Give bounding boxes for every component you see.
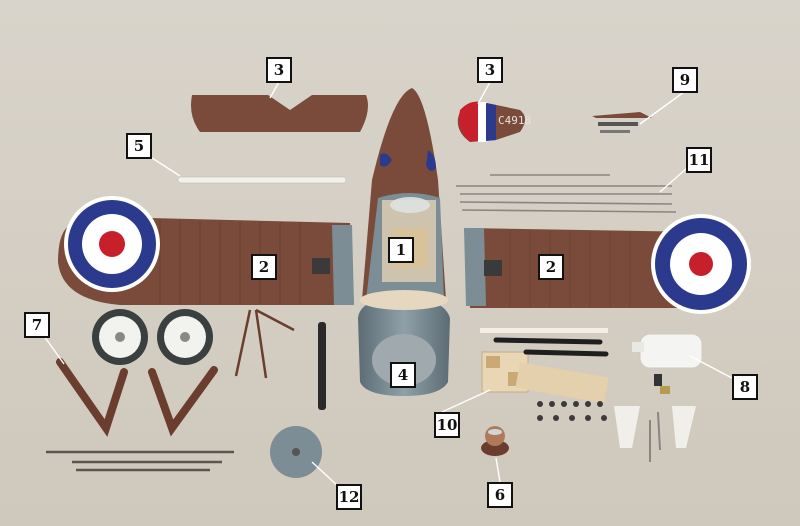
callout-5: 5 [126,133,152,159]
callout-10: 10 [434,412,460,438]
pilot-figure [481,426,509,456]
battery-straps [493,337,609,357]
wheels [92,309,213,365]
upper-wing-center-section [191,95,368,132]
interplane-struts [614,406,696,448]
leader-lines [43,79,733,489]
callout-2-right: 2 [538,254,564,280]
hardware [537,401,607,421]
callout-1: 1 [388,237,414,263]
pushrods [456,174,677,213]
cabane-struts [234,308,295,379]
tail-marking: C4918 [498,114,531,127]
fuel-tank [632,333,703,369]
callout-3-rudder: 3 [477,57,503,83]
callout-8: 8 [732,374,758,400]
landing-gear [56,358,218,437]
callout-3-upper-wing: 3 [266,57,292,83]
callout-12: 12 [336,484,362,510]
callout-4: 4 [390,362,416,388]
callout-11: 11 [686,147,712,173]
wing-spar-tube [177,176,347,184]
callout-7: 7 [24,312,50,338]
callout-2-left: 2 [251,254,277,280]
axles [46,450,234,472]
callout-9: 9 [672,67,698,93]
callout-6: 6 [487,482,513,508]
